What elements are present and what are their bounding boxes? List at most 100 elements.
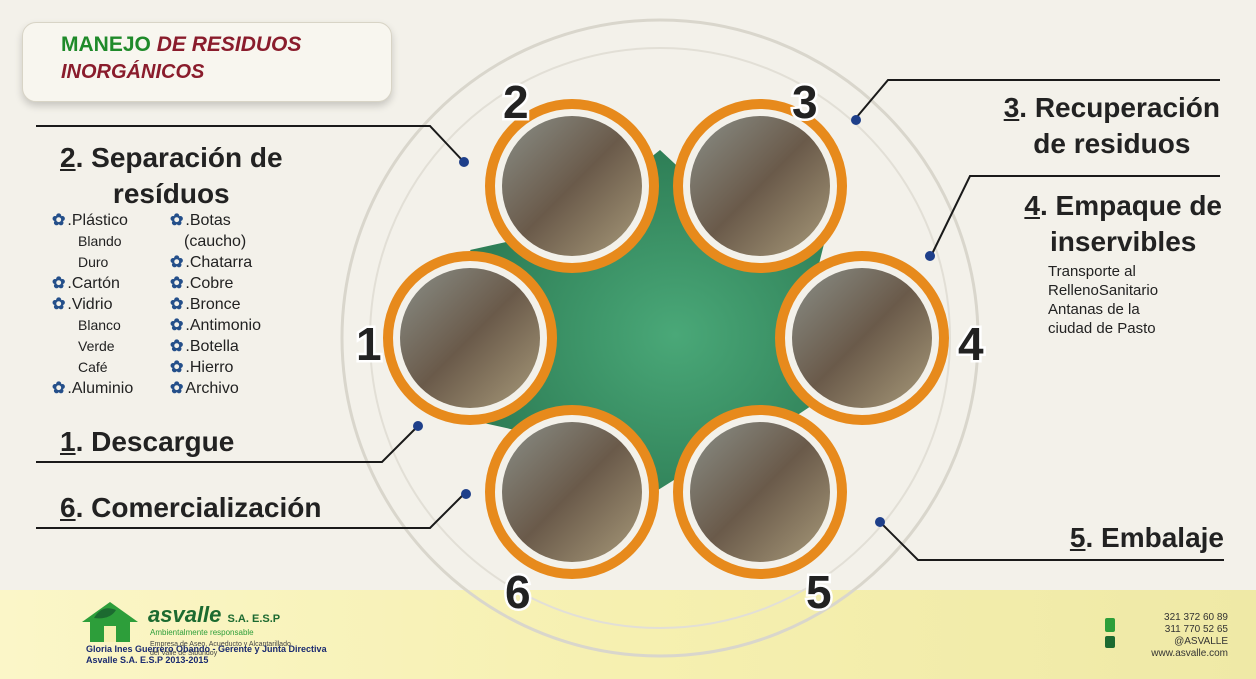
connector-5 bbox=[879, 521, 1224, 561]
step-1-text: . Descargue bbox=[75, 426, 235, 457]
title-line2: INORGÁNICOS bbox=[61, 61, 205, 83]
materials-list-right: ✿.Botas(caucho)✿.Chatarra✿.Cobre✿.Bronce… bbox=[170, 210, 261, 399]
outer-ring bbox=[340, 18, 980, 658]
logo-subtitle: Empresa de Aseo, Acueducto y Alcantarill… bbox=[150, 641, 291, 657]
material-item: ✿.Cartón bbox=[52, 273, 133, 294]
circle-number-5: 5 bbox=[806, 566, 832, 618]
material-item: Blando bbox=[52, 231, 133, 252]
step-6-number: 6 bbox=[60, 492, 76, 523]
circle-number-6: 6 bbox=[505, 566, 531, 618]
material-text: .Chatarra bbox=[185, 254, 253, 271]
step-5-label: 5. Embalaje bbox=[1070, 522, 1224, 554]
photo-circle-5 bbox=[673, 405, 847, 579]
photo-circle-1 bbox=[383, 251, 557, 425]
connector-6 bbox=[36, 493, 465, 529]
house-leaf-icon bbox=[82, 602, 138, 642]
recycle-bullet-icon: ✿ bbox=[170, 359, 184, 376]
connector-4 bbox=[931, 175, 1220, 255]
material-text: .Cartón bbox=[67, 275, 120, 292]
logo-suffix: S.A. E.S.P bbox=[227, 613, 281, 625]
recycle-bullet-icon: ✿ bbox=[170, 275, 184, 292]
material-item: ✿.Bronce bbox=[170, 294, 261, 315]
material-text: .Plástico bbox=[67, 212, 128, 229]
recycle-bullet-icon: ✿ bbox=[170, 296, 184, 313]
step-4-number: 4 bbox=[1024, 190, 1040, 221]
recycle-bullet-icon: ✿ bbox=[170, 254, 184, 271]
material-item: ✿.Hierro bbox=[170, 357, 261, 378]
step-1-label: 1. Descargue bbox=[60, 426, 234, 458]
material-text: .Cobre bbox=[185, 275, 234, 292]
step-2-text: . Separación de bbox=[75, 142, 283, 173]
step-2-line2: resíduos bbox=[112, 178, 230, 209]
transport-line: ciudad de Pasto bbox=[1048, 320, 1156, 337]
contact-phone-1: 321 372 60 89 bbox=[1164, 612, 1228, 623]
contact-phone-2: 311 770 52 65 bbox=[1164, 624, 1228, 635]
contact-website[interactable]: www.asvalle.com bbox=[1151, 648, 1228, 659]
step-4-label: 4. Empaque de inservibles bbox=[1024, 188, 1222, 260]
step-3-text: . Recuperación bbox=[1019, 92, 1220, 123]
material-item: ✿Archivo bbox=[170, 378, 261, 399]
title-word-manejo: MANEJO bbox=[61, 33, 151, 56]
recycle-bullet-icon: ✿ bbox=[170, 380, 184, 397]
title-word-residuos: DE RESIDUOS bbox=[150, 33, 302, 56]
step-2-number: 2 bbox=[60, 142, 76, 173]
material-text: Duro bbox=[78, 254, 109, 270]
recycle-bullet-icon: ✿ bbox=[170, 317, 184, 334]
material-item: ✿.Antimonio bbox=[170, 315, 261, 336]
connector-2 bbox=[36, 125, 463, 161]
step-1-number: 1 bbox=[60, 426, 76, 457]
recycle-bullet-icon: ✿ bbox=[52, 296, 66, 313]
material-text: .Aluminio bbox=[67, 380, 134, 397]
logo-word: asvalle bbox=[148, 602, 222, 627]
inner-ring bbox=[369, 47, 951, 629]
circle-number-2: 2 bbox=[503, 76, 529, 128]
material-item: ✿.Botas bbox=[170, 210, 261, 231]
phone-social-icon bbox=[1105, 618, 1115, 648]
recycle-bullet-icon: ✿ bbox=[170, 212, 184, 229]
step-5-number: 5 bbox=[1069, 522, 1086, 553]
material-item: Café bbox=[52, 357, 133, 378]
material-text: Blando bbox=[78, 233, 122, 249]
circle-number-4: 4 bbox=[958, 318, 984, 370]
footer-band bbox=[0, 590, 1256, 679]
photo-circle-2 bbox=[485, 99, 659, 273]
material-text: Café bbox=[78, 359, 108, 375]
material-item: ✿.Botella bbox=[170, 336, 261, 357]
connector-3 bbox=[855, 79, 1220, 119]
recycle-bullet-icon: ✿ bbox=[52, 380, 66, 397]
title-line1: MANEJO DE RESIDUOS bbox=[61, 33, 301, 57]
material-text: Blanco bbox=[78, 317, 121, 333]
connector-dot-5 bbox=[875, 517, 885, 527]
recycle-bullet-icon: ✿ bbox=[52, 275, 66, 292]
transport-line: Antanas de la bbox=[1048, 301, 1140, 318]
material-text: .Bronce bbox=[185, 296, 241, 313]
material-text: .Antimonio bbox=[185, 317, 261, 334]
contact-social: @ASVALLE bbox=[1174, 636, 1228, 647]
step-5-text: . Embalaje bbox=[1085, 522, 1224, 553]
material-text: .Hierro bbox=[185, 359, 234, 376]
connector-1 bbox=[36, 425, 419, 463]
title-card: MANEJO DE RESIDUOS INORGÁNICOS bbox=[22, 22, 392, 102]
material-item: Duro bbox=[52, 252, 133, 273]
logo-tagline: Ambientalmente responsable bbox=[150, 628, 254, 637]
recycle-bullet-icon: ✿ bbox=[52, 212, 66, 229]
material-item: ✿.Plástico bbox=[52, 210, 133, 231]
material-text: .Botas bbox=[185, 212, 231, 229]
material-text: Archivo bbox=[185, 380, 239, 397]
connector-dot-2 bbox=[459, 157, 469, 167]
material-item: (caucho) bbox=[170, 231, 261, 252]
material-text: Verde bbox=[78, 338, 115, 354]
material-text: .Vidrio bbox=[67, 296, 113, 313]
material-item: ✿.Aluminio bbox=[52, 378, 133, 399]
step-4-line2: inservibles bbox=[1050, 226, 1197, 257]
recycle-bullet-icon: ✿ bbox=[170, 338, 184, 355]
photo-circle-3 bbox=[673, 99, 847, 273]
material-item: ✿.Vidrio bbox=[52, 294, 133, 315]
transport-note: Transporte al RellenoSanitario Antanas d… bbox=[1048, 262, 1158, 338]
material-item: Verde bbox=[52, 336, 133, 357]
material-item: ✿.Cobre bbox=[170, 273, 261, 294]
material-text: (caucho) bbox=[184, 233, 247, 250]
contact-info: 321 372 60 89 311 770 52 65 @ASVALLE www… bbox=[1128, 612, 1228, 660]
